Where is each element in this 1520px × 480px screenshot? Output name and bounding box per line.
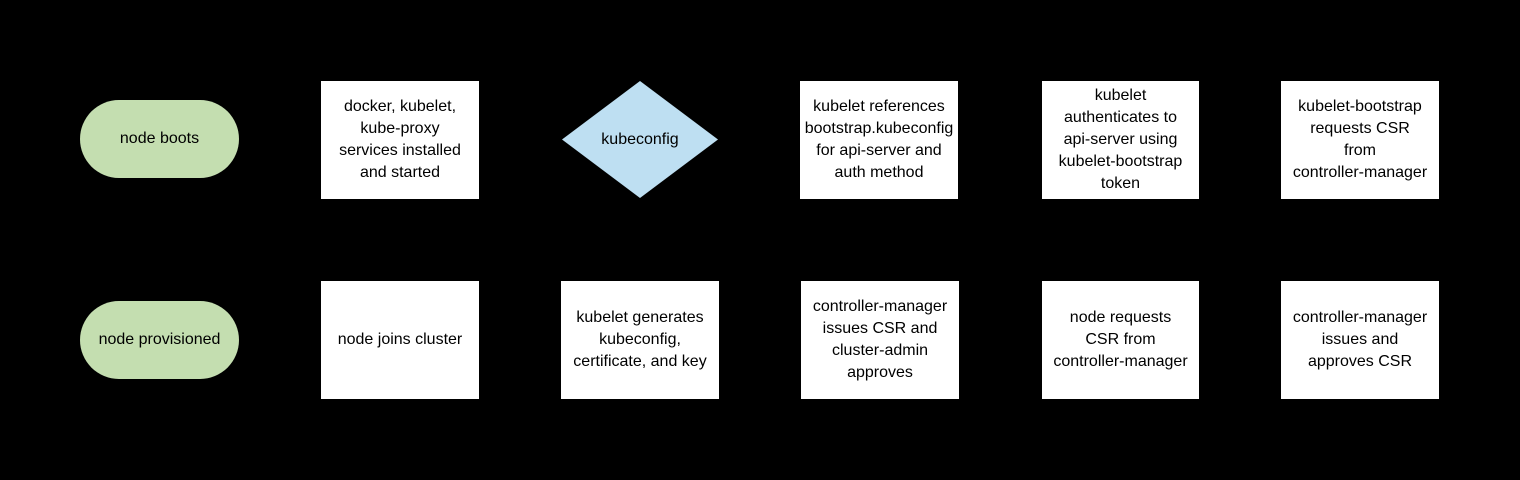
- node-label: controller-manager issues and approves C…: [1292, 309, 1428, 370]
- process-services-installed: docker, kubelet, kube-proxy services ins…: [321, 81, 479, 199]
- node-label: controller-manager issues CSR and cluste…: [812, 298, 948, 381]
- node-label: kubelet authenticates to api-server usin…: [1058, 87, 1183, 192]
- node-label: node boots: [119, 130, 200, 147]
- node-label: kubelet-bootstrap requests CSR from cont…: [1292, 98, 1428, 181]
- process-node-requests-csr: node requests CSR from controller-manage…: [1042, 281, 1199, 399]
- node-label: kubelet references bootstrap.kubeconfig …: [804, 98, 954, 181]
- node-label: docker, kubelet, kube-proxy services ins…: [339, 98, 461, 181]
- node-label: kubelet generates kubeconfig, certificat…: [573, 309, 707, 370]
- process-controller-manager-issues-approves-csr: controller-manager issues and approves C…: [1281, 281, 1439, 399]
- decision-kubeconfig: kubeconfig: [562, 81, 718, 198]
- process-kubelet-references-bootstrap-kubeconfig: kubelet references bootstrap.kubeconfig …: [800, 81, 958, 199]
- terminator-node-boots: node boots: [80, 100, 239, 178]
- node-label: node requests CSR from controller-manage…: [1053, 309, 1188, 370]
- process-node-joins-cluster: node joins cluster: [321, 281, 479, 399]
- node-label: node provisioned: [98, 331, 221, 348]
- node-label: node joins cluster: [337, 331, 463, 348]
- process-controller-manager-issues-csr-admin-approves: controller-manager issues CSR and cluste…: [801, 281, 959, 399]
- node-label: kubeconfig: [601, 130, 679, 148]
- process-kubelet-generates-kubeconfig: kubelet generates kubeconfig, certificat…: [561, 281, 719, 399]
- process-kubelet-bootstrap-requests-csr: kubelet-bootstrap requests CSR from cont…: [1281, 81, 1439, 199]
- terminator-node-provisioned: node provisioned: [80, 301, 239, 379]
- process-kubelet-authenticates: kubelet authenticates to api-server usin…: [1042, 81, 1199, 199]
